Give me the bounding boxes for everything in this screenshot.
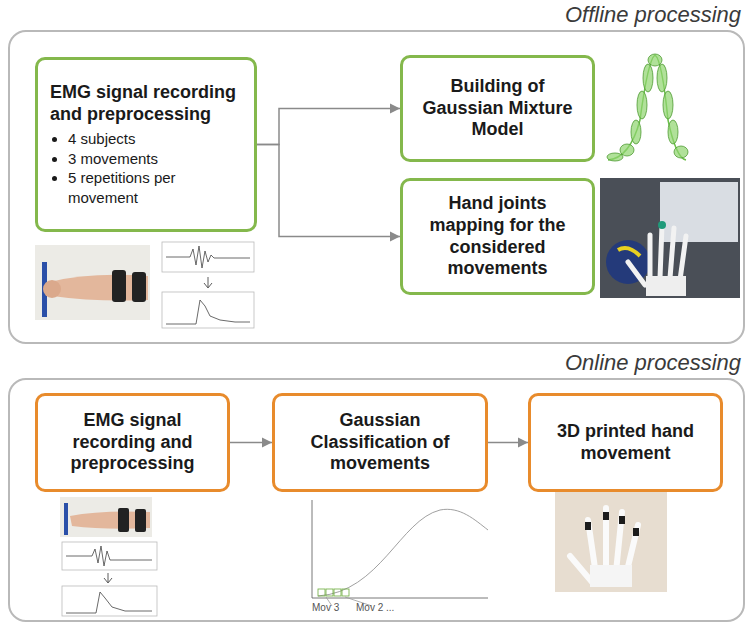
panel-title: Online processing [565,350,741,376]
chart-label: Mov 2 [356,602,383,613]
bullet-item: 3 movements [68,149,242,169]
processing-panel: Offline processingEMG signal recording a… [8,2,745,344]
arm-photo [35,245,150,320]
hand-photo [600,178,740,298]
gmm-curve [603,42,688,164]
emg-plots [162,242,254,328]
process-box: Hand joints mapping for the considered m… [400,178,595,295]
process-box: EMG signal recording and preprocessing [35,393,230,492]
gaussian-chart [312,500,488,606]
box-heading: EMG signal recording and preprocessing [50,82,242,125]
bullet-list: 4 subjects3 movements5 repetitions per m… [50,129,242,207]
bullet-item: 5 repetitions per movement [68,168,242,207]
flow-arrow [230,442,272,444]
arm-photo [60,497,152,537]
panel-title: Offline processing [565,2,741,28]
box-heading: Building of Gaussian Mixture Model [411,76,584,141]
box-heading: Hand joints mapping for the considered m… [411,193,584,279]
process-box: 3D printed hand movement [528,393,723,492]
printed-hand-photo [555,492,667,592]
chart-label: ... [386,602,394,613]
process-box: Gaussian Classification of movements [272,393,488,492]
chart-label: Mov 3 [312,602,339,613]
bullet-item: 4 subjects [68,129,242,149]
flow-arrow [488,442,528,444]
processing-panel: Online processingEMG signal recording an… [8,350,745,622]
flow-arrow [257,109,400,145]
box-heading: Gaussian Classification of movements [283,410,477,475]
flow-arrow [257,145,400,237]
process-box: Building of Gaussian Mixture Model [400,55,595,162]
box-heading: EMG signal recording and preprocessing [46,410,219,475]
process-box: EMG signal recording and preprocessing4 … [35,57,257,232]
emg-plots [62,542,157,616]
box-heading: 3D printed hand movement [539,421,712,464]
